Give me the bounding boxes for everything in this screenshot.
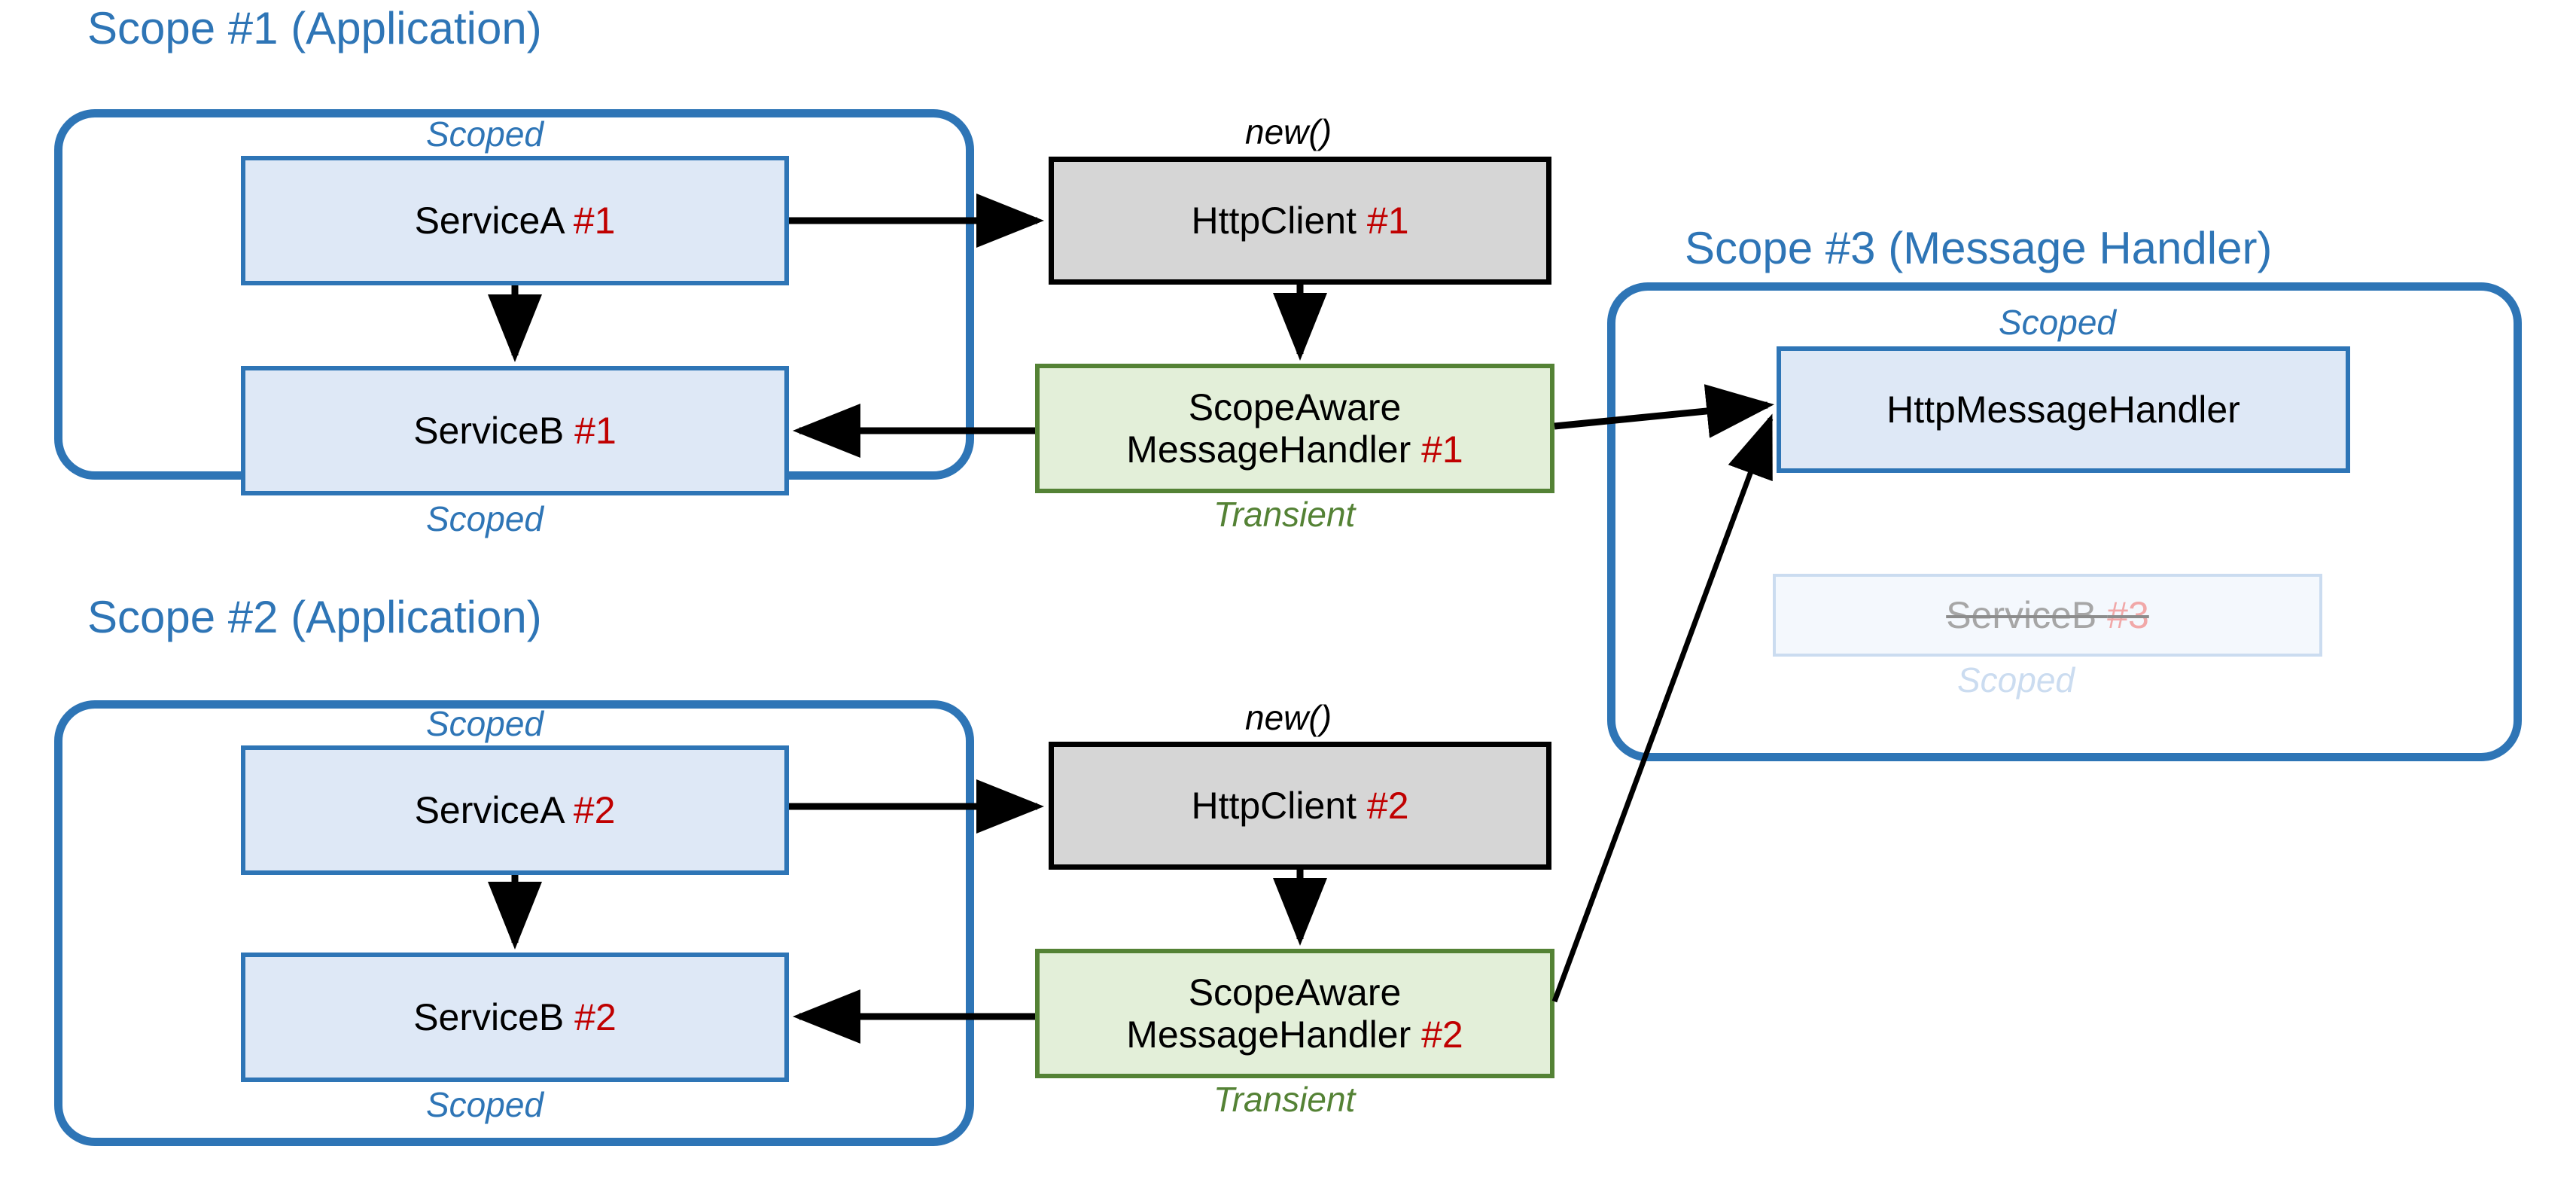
httpClient2-lifetime-label: new() xyxy=(1245,698,1332,737)
node-serviceA-1-number: #1 xyxy=(573,200,616,242)
node-httpclient-1-name: HttpClient xyxy=(1191,200,1367,242)
node-serviceA-2-number: #2 xyxy=(573,789,616,831)
node-serviceA-1-text: ServiceA #1 xyxy=(415,200,616,242)
node-serviceB-3-number: #3 xyxy=(2107,594,2149,636)
node-httpclient-2-name: HttpClient xyxy=(1191,785,1367,827)
node-serviceB-1-name: ServiceB xyxy=(413,410,575,452)
node-scopeaware-messagehandler-2-number: #2 xyxy=(1421,1014,1463,1056)
node-httpclient-2-text: HttpClient #2 xyxy=(1191,785,1408,827)
node-httpmessagehandler-text: HttpMessageHandler xyxy=(1886,389,2240,431)
httpMessageHandler-lifetime-label: Scoped xyxy=(1999,303,2117,342)
node-httpclient-1-text: HttpClient #1 xyxy=(1191,200,1408,242)
node-serviceB-1-number: #1 xyxy=(574,410,617,452)
scope-3-title: Scope #3 (Message Handler) xyxy=(1685,223,2273,273)
handler2-lifetime-label: Transient xyxy=(1213,1080,1356,1119)
node-httpmessagehandler[interactable]: HttpMessageHandler xyxy=(1777,346,2350,473)
node-serviceA-1[interactable]: ServiceA #1 xyxy=(241,156,789,285)
node-scopeaware-messagehandler-2[interactable]: ScopeAware MessageHandler #2 xyxy=(1035,949,1554,1078)
serviceB3-lifetime-label: Scoped xyxy=(1957,660,2075,700)
scope-1-title: Scope #1 (Application) xyxy=(87,3,542,53)
scope-2-container xyxy=(54,700,974,1146)
node-scopeaware-messagehandler-2-line1: ScopeAware xyxy=(1188,971,1402,1014)
node-serviceB-2-name: ServiceB xyxy=(413,996,575,1038)
node-scopeaware-messagehandler-2-name: MessageHandler xyxy=(1126,1014,1422,1056)
node-serviceB-1-text: ServiceB #1 xyxy=(413,410,617,452)
node-serviceB-2-number: #2 xyxy=(574,996,617,1038)
node-serviceB-3: ServiceB #3 xyxy=(1773,574,2322,657)
node-serviceA-2-text: ServiceA #2 xyxy=(415,789,616,831)
node-httpclient-2[interactable]: HttpClient #2 xyxy=(1049,742,1551,870)
node-scopeaware-messagehandler-1-line1: ScopeAware xyxy=(1188,386,1402,428)
node-scopeaware-messagehandler-1-line2: MessageHandler #1 xyxy=(1126,428,1463,471)
node-serviceA-2-name: ServiceA xyxy=(414,789,574,831)
serviceA2-lifetime-label: Scoped xyxy=(426,704,544,743)
handler1-lifetime-label: Transient xyxy=(1213,495,1356,534)
node-httpclient-2-number: #2 xyxy=(1366,785,1409,827)
serviceB2-lifetime-label: Scoped xyxy=(426,1085,544,1124)
serviceA1-lifetime-label: Scoped xyxy=(426,114,544,154)
scope-2-title: Scope #2 (Application) xyxy=(87,592,542,642)
node-httpclient-1-number: #1 xyxy=(1366,200,1409,242)
node-serviceB-2-text: ServiceB #2 xyxy=(413,996,617,1038)
node-httpclient-1[interactable]: HttpClient #1 xyxy=(1049,157,1551,285)
serviceB1-lifetime-label: Scoped xyxy=(426,499,544,538)
node-scopeaware-messagehandler-1[interactable]: ScopeAware MessageHandler #1 xyxy=(1035,364,1554,493)
httpClient1-lifetime-label: new() xyxy=(1245,112,1332,151)
node-scopeaware-messagehandler-2-line2: MessageHandler #2 xyxy=(1126,1014,1463,1056)
node-scopeaware-messagehandler-1-name: MessageHandler xyxy=(1126,428,1422,471)
node-scopeaware-messagehandler-1-number: #1 xyxy=(1421,428,1463,471)
node-serviceA-2[interactable]: ServiceA #2 xyxy=(241,745,789,875)
node-serviceB-2[interactable]: ServiceB #2 xyxy=(241,953,789,1082)
node-serviceA-1-name: ServiceA xyxy=(414,200,574,242)
node-serviceB-1[interactable]: ServiceB #1 xyxy=(241,366,789,495)
node-serviceB-3-text: ServiceB #3 xyxy=(1946,594,2149,636)
node-serviceB-3-name: ServiceB xyxy=(1946,594,2108,636)
